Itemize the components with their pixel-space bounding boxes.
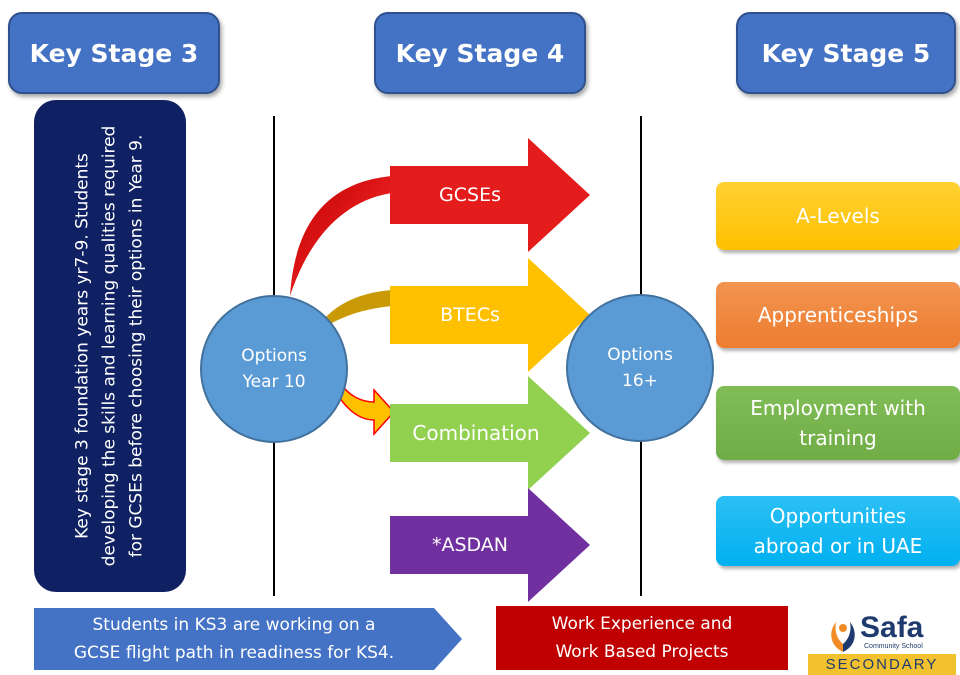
key-stage-5-label: Key Stage 5 xyxy=(761,38,931,68)
work-note-line1: Work Experience and xyxy=(551,614,733,634)
arrow-gcses xyxy=(390,138,590,252)
key-stage-5-header: Key Stage 5 xyxy=(736,12,956,94)
safa-logo-sub: Community School xyxy=(864,643,923,650)
curved-arrow-gcses xyxy=(290,176,392,296)
outcome-a-levels-label: A-Levels xyxy=(796,204,880,228)
outcome-opportunities: Opportunities abroad or in UAE xyxy=(716,496,960,566)
key-stage-4-label: Key Stage 4 xyxy=(395,38,565,68)
arrow-gcses-label: GCSEs xyxy=(439,184,501,206)
outcome-employment-line1: Employment with xyxy=(750,396,926,420)
arrow-asdan-label: *ASDAN xyxy=(431,534,509,556)
curved-arrow-combination xyxy=(333,380,396,436)
key-stage-3-label: Key Stage 3 xyxy=(29,38,199,68)
arrow-combination xyxy=(390,376,590,490)
ks3-description-box: Key stage 3 foundation years yr7-9. Stud… xyxy=(34,100,186,592)
outcome-opportunities-line2: abroad or in UAE xyxy=(753,534,923,558)
options-16-line1: Options xyxy=(607,345,673,365)
options-16-circle: Options 16+ xyxy=(566,294,714,442)
ks3-note-line1: Students in KS3 are working on a xyxy=(92,615,376,635)
outcome-opportunities-line1: Opportunities xyxy=(769,504,907,528)
arrow-btecs xyxy=(390,258,590,372)
options-16-line2: 16+ xyxy=(622,371,658,391)
safa-logo-icon xyxy=(831,622,855,652)
options-year10-line1: Options xyxy=(241,346,307,366)
arrow-combination-label: Combination xyxy=(412,421,540,445)
work-note-line2: Work Based Projects xyxy=(555,642,729,662)
arrow-asdan xyxy=(390,488,590,602)
outcome-employment: Employment with training xyxy=(716,386,960,460)
key-stage-4-header: Key Stage 4 xyxy=(374,12,586,94)
curved-arrow-btecs xyxy=(325,290,392,324)
safa-logo: Safa Community School SECONDARY xyxy=(808,612,956,675)
ks3-note-line2: GCSE flight path in readiness for KS4. xyxy=(73,643,395,663)
safa-logo-banner: SECONDARY xyxy=(808,654,956,675)
outcome-apprenticeships: Apprenticeships xyxy=(716,282,960,348)
ks3-note: Students in KS3 are working on a GCSE fli… xyxy=(34,608,434,670)
ks3-note-arrow xyxy=(34,608,462,670)
safa-logo-name: Safa xyxy=(860,611,924,644)
outcome-a-levels: A-Levels xyxy=(716,182,960,250)
outcome-employment-line2: training xyxy=(799,426,877,450)
arrow-btecs-label: BTECs xyxy=(440,304,500,326)
outcome-apprenticeships-label: Apprenticeships xyxy=(757,303,919,327)
options-year10-line2: Year 10 xyxy=(242,372,306,392)
key-stage-3-header: Key Stage 3 xyxy=(8,12,220,94)
